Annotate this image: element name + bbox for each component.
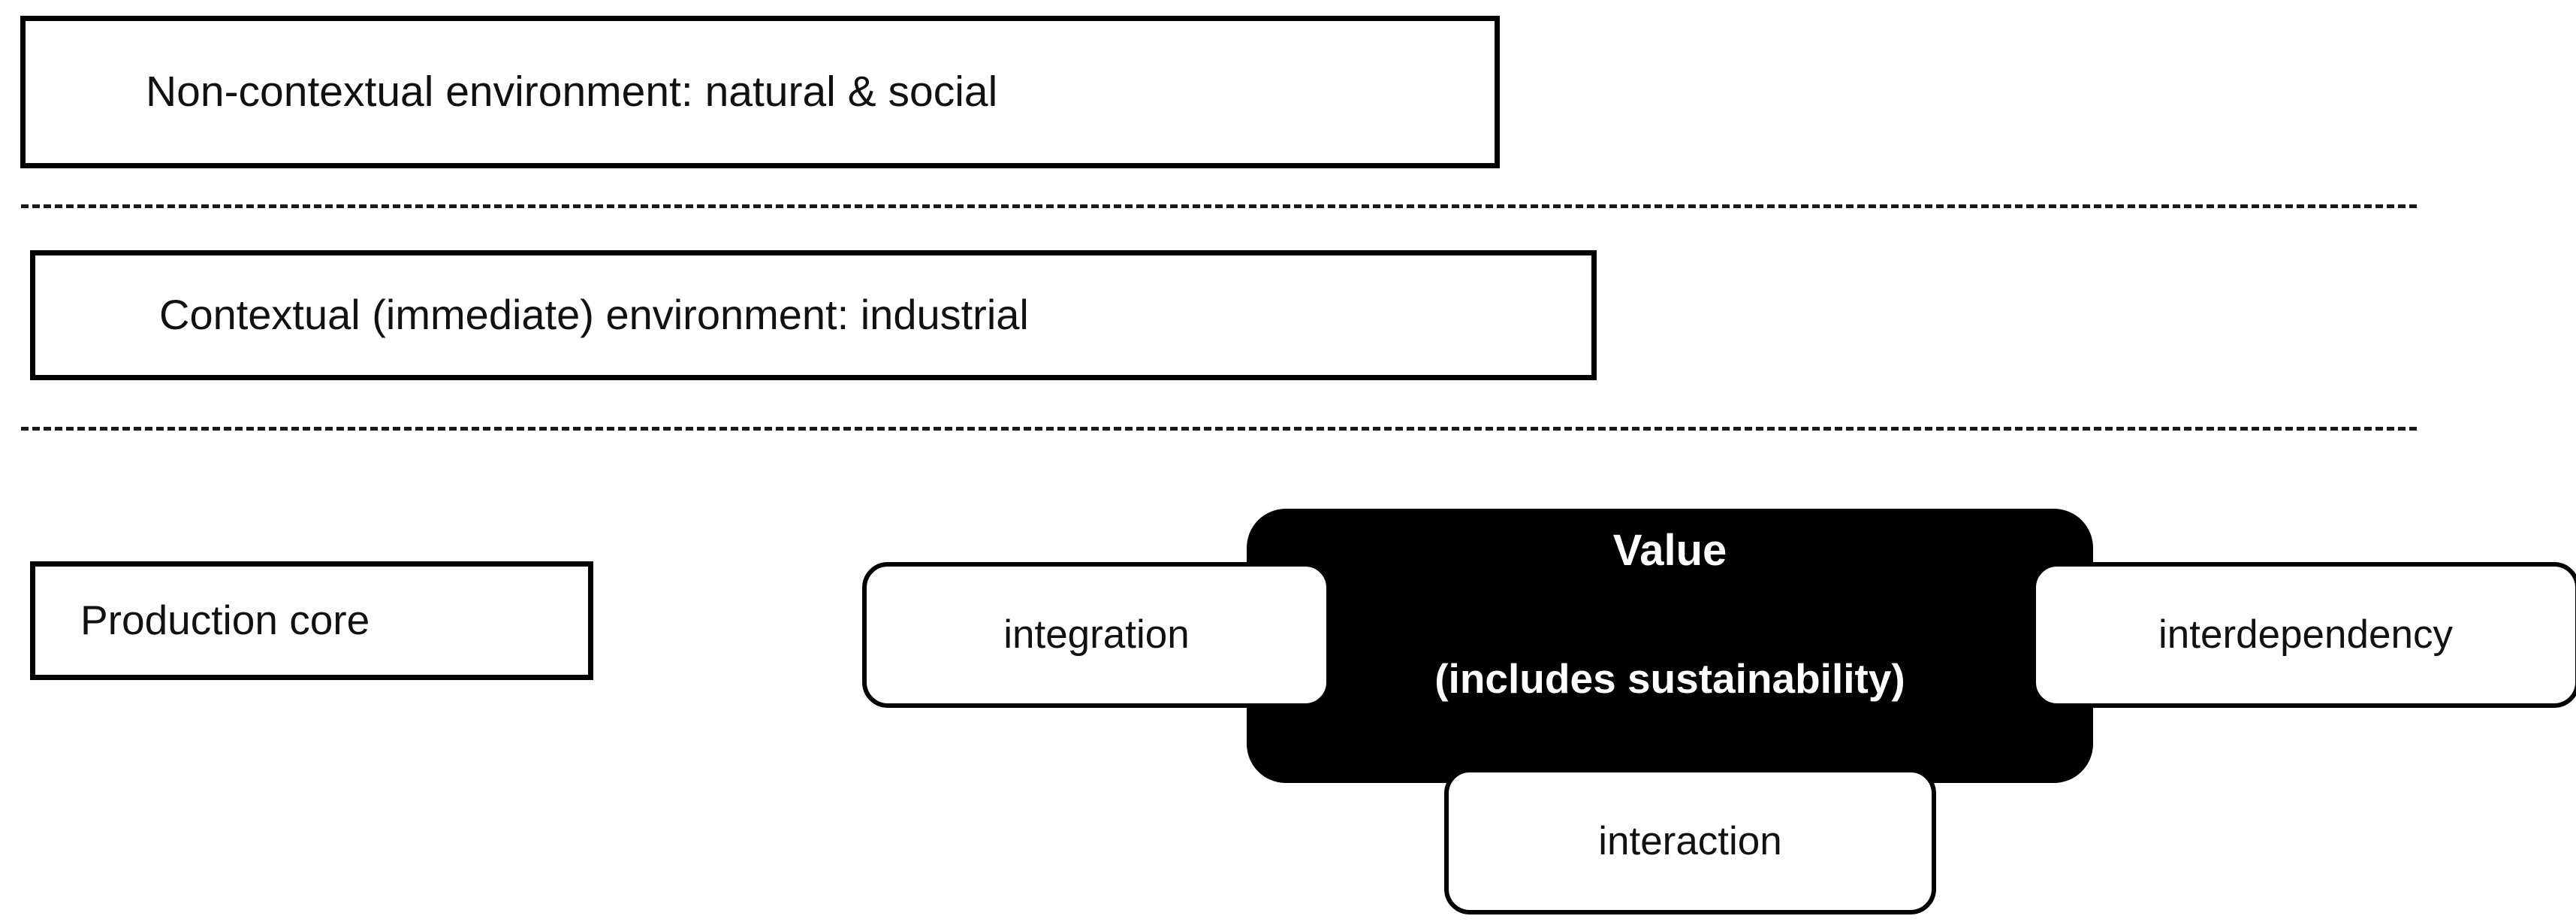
- value-core-title: Value: [1612, 526, 1727, 575]
- layer-label-contextual-environment: Contextual (immediate) environment: indu…: [159, 291, 1029, 339]
- dashed-divider-top: [21, 204, 2417, 208]
- satellite-pill-integration: integration: [862, 562, 1331, 708]
- value-core-block: Value (includes sustainability): [1247, 509, 2093, 783]
- satellite-pill-interdependency: interdependency: [2032, 562, 2576, 708]
- layer-box-non-contextual-environment: Non-contextual environment: natural & so…: [20, 16, 1500, 168]
- dashed-divider-bottom: [21, 427, 2417, 431]
- value-core-subtitle: (includes sustainability): [1434, 654, 1905, 702]
- satellite-pill-interaction: interaction: [1444, 768, 1936, 914]
- satellite-label-interdependency: interdependency: [2158, 612, 2453, 657]
- layer-label-production-core: Production core: [80, 597, 370, 644]
- layer-label-non-contextual-environment: Non-contextual environment: natural & so…: [146, 67, 998, 116]
- layer-box-contextual-environment: Contextual (immediate) environment: indu…: [30, 250, 1597, 380]
- satellite-label-integration: integration: [1003, 612, 1190, 657]
- satellite-label-interaction: interaction: [1598, 818, 1782, 863]
- layer-box-production-core: Production core: [30, 561, 593, 680]
